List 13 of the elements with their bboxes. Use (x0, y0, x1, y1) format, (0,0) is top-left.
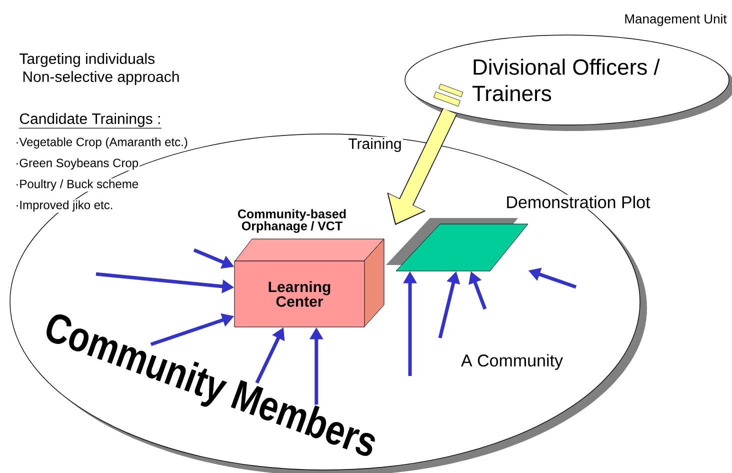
text-label: ·Green Soybeans Crop (14, 157, 140, 171)
text-label: ·Improved jiko etc. (14, 199, 114, 213)
learning-center-box: Learning Center (234, 238, 384, 328)
node-label: A Community (461, 354, 563, 370)
text-label: Non-selective approach (21, 70, 181, 86)
unit-label: Management Unit (625, 14, 727, 26)
heading-label: Candidate Trainings : (18, 113, 162, 128)
text-label: Targeting individuals (18, 52, 156, 68)
text-label: ·Poultry / Buck scheme (14, 178, 140, 192)
plot-heading: Demonstration Plot (504, 194, 652, 210)
text-label: ·Vegetable Crop (Amaranth etc.) (14, 136, 189, 150)
edge-label: Training (347, 137, 403, 153)
box-heading: Community-based Orphanage / VCT (238, 209, 346, 233)
